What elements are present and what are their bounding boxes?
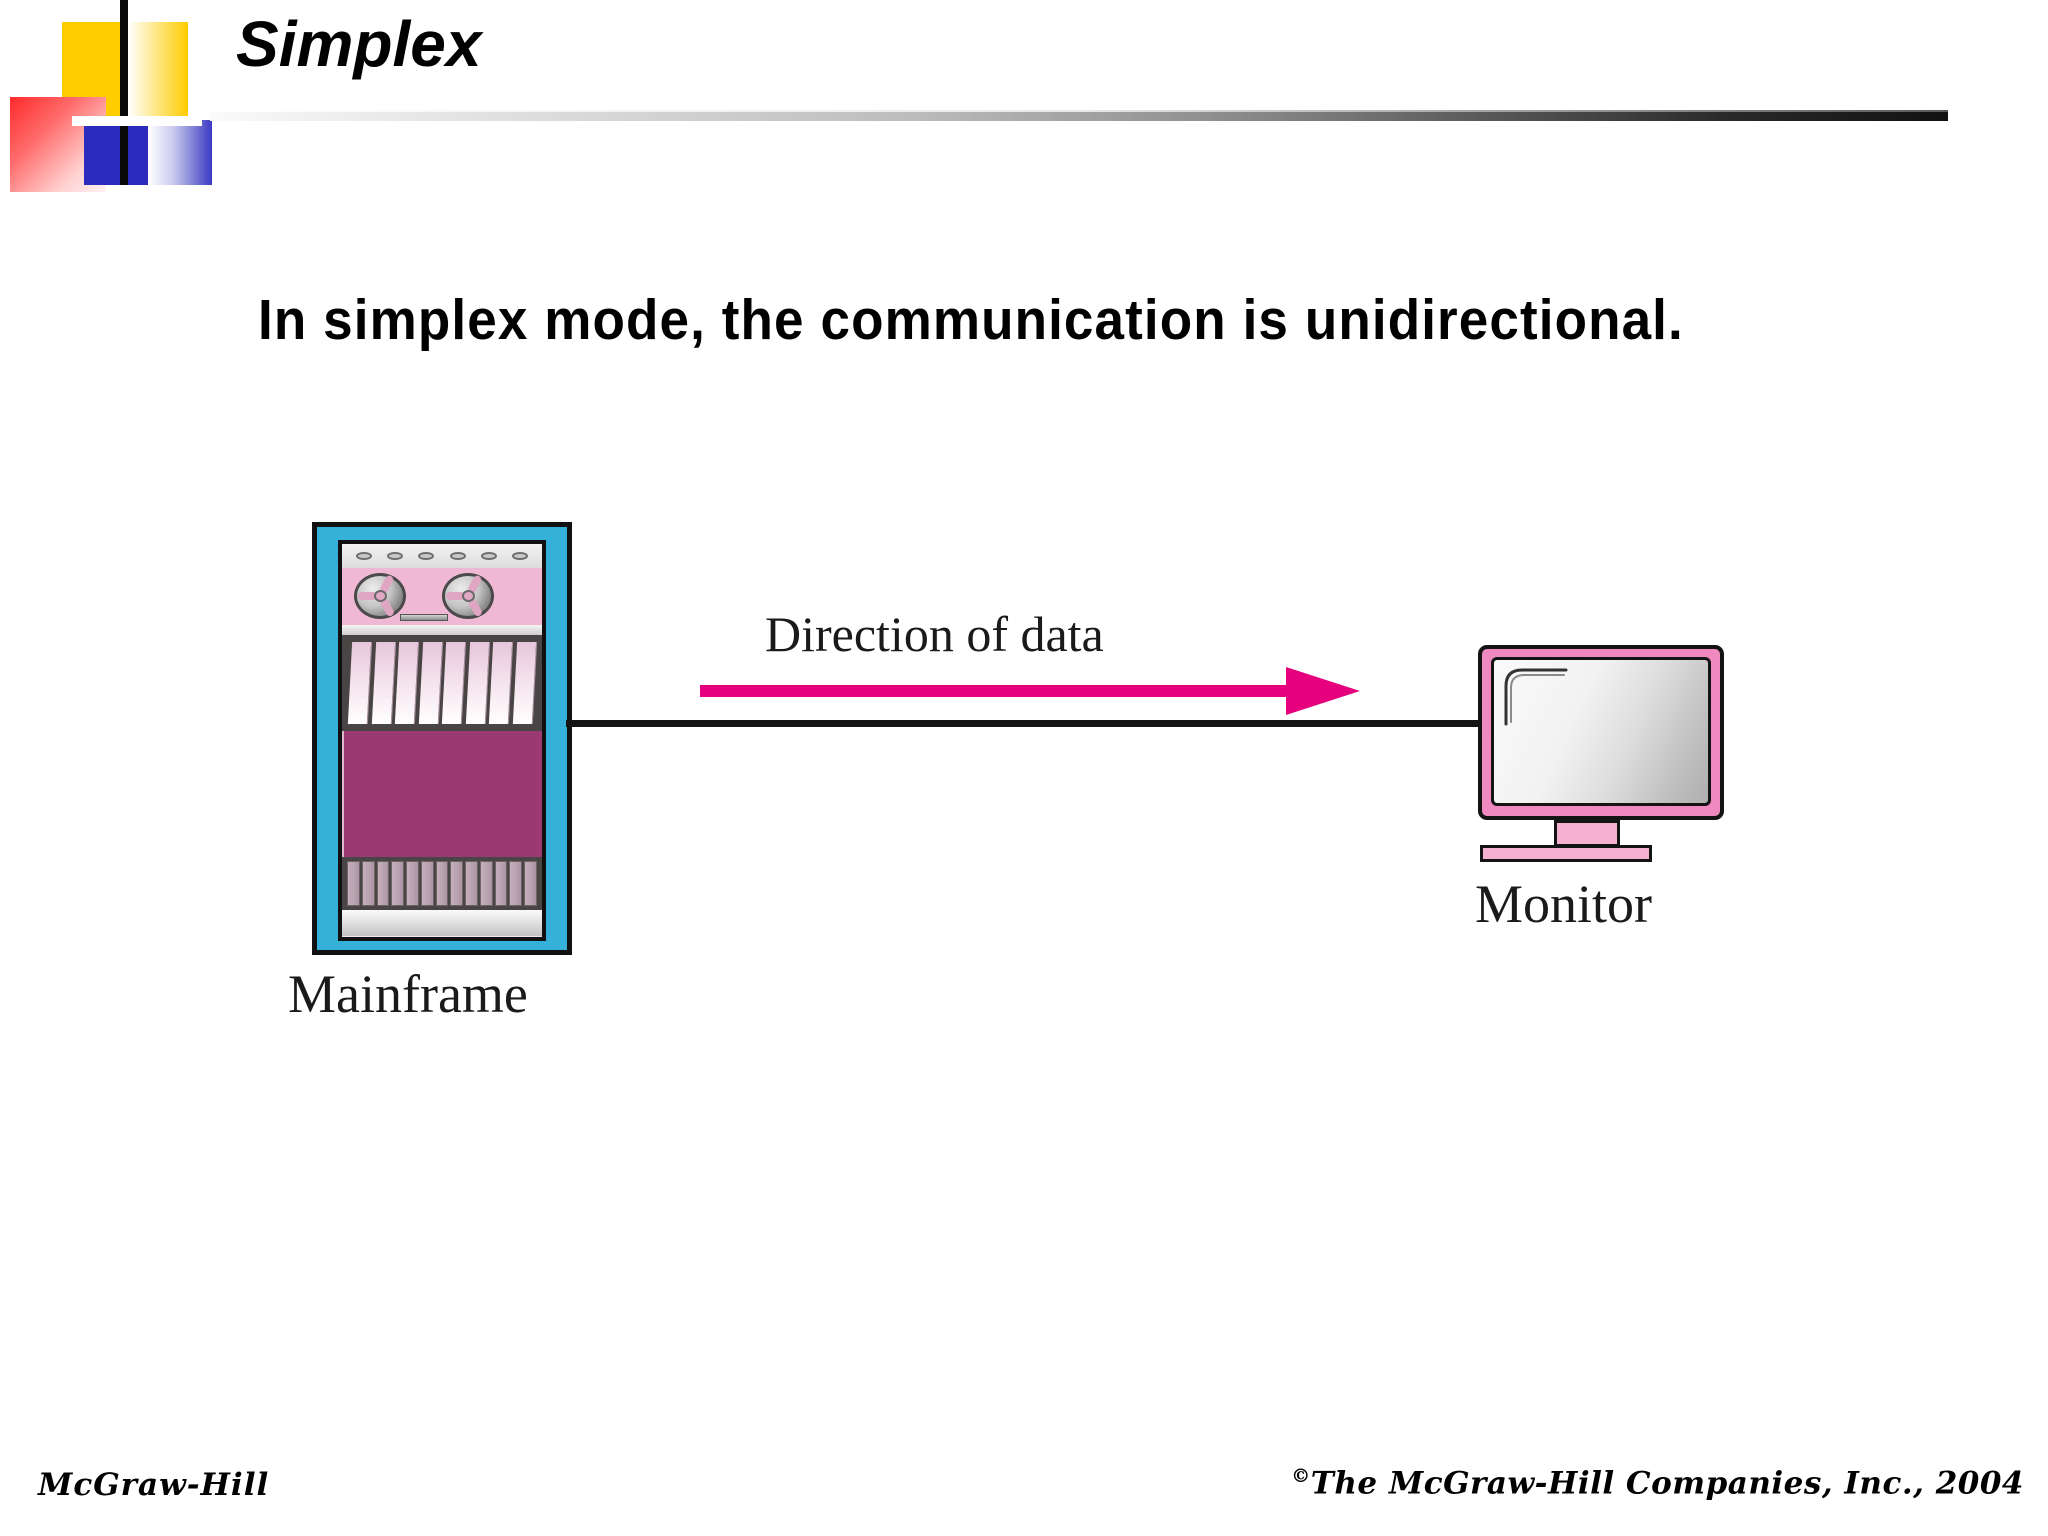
title-divider bbox=[210, 112, 1948, 121]
logo-blue-gradient-square-icon bbox=[148, 120, 212, 185]
tape-reel-icon bbox=[442, 573, 494, 619]
indicator-light-icon bbox=[355, 552, 372, 560]
indicator-light-icon bbox=[480, 552, 497, 560]
indicator-light-icon bbox=[449, 552, 466, 560]
tape-bridge-icon bbox=[400, 614, 448, 621]
arrow-head-icon bbox=[1286, 667, 1360, 715]
mainframe-front-panel bbox=[338, 540, 546, 941]
connection-line bbox=[566, 720, 1482, 727]
reel-hub bbox=[373, 590, 387, 602]
vent-slat bbox=[494, 861, 508, 906]
tape-reel-icon bbox=[354, 573, 406, 619]
vent-slat bbox=[465, 861, 478, 906]
vent-slat bbox=[347, 861, 360, 906]
vent-slat bbox=[450, 861, 464, 906]
publisher-footer: McGraw-Hill bbox=[38, 1467, 270, 1503]
vent-slat bbox=[391, 861, 405, 906]
logo-horizontal-bar-icon bbox=[72, 116, 202, 126]
card-slot bbox=[347, 642, 372, 724]
mainframe-tape-bay bbox=[342, 568, 542, 625]
mainframe-indicator-lights bbox=[342, 544, 542, 568]
monitor-bezel bbox=[1478, 645, 1724, 820]
card-slot bbox=[441, 642, 466, 724]
card-slot bbox=[488, 642, 513, 724]
monitor-stand-neck bbox=[1554, 820, 1620, 847]
indicator-light-icon bbox=[512, 552, 529, 560]
card-slot bbox=[371, 642, 396, 724]
indicator-light-icon bbox=[418, 552, 435, 560]
vent-slat bbox=[376, 861, 390, 906]
arrow-shaft bbox=[700, 685, 1306, 697]
vent-slat bbox=[406, 861, 419, 906]
copyright-text: The McGraw-Hill Companies, Inc., 2004 bbox=[1310, 1465, 2024, 1502]
copyright-footer: ©The McGraw-Hill Companies, Inc., 2004 bbox=[1291, 1465, 2024, 1501]
vent-slat bbox=[435, 861, 449, 906]
card-slot bbox=[418, 642, 443, 724]
logo-yellow-gradient-square-icon bbox=[128, 22, 188, 120]
indicator-light-icon bbox=[386, 552, 403, 560]
logo-blue-square-icon bbox=[84, 120, 148, 185]
monitor-graphic bbox=[1478, 645, 1724, 867]
mainframe-card-bay bbox=[342, 635, 542, 731]
vent-slat bbox=[361, 861, 375, 906]
brand-logo-decoration bbox=[0, 0, 300, 250]
title-rule-highlight bbox=[210, 110, 1948, 112]
card-slot bbox=[512, 642, 537, 724]
page-title: Simplex bbox=[236, 8, 482, 80]
monitor-screen bbox=[1491, 657, 1711, 806]
screen-glint-icon bbox=[1504, 668, 1568, 726]
data-direction-arrow bbox=[700, 660, 1360, 720]
copyright-symbol: © bbox=[1291, 1465, 1311, 1487]
mainframe-caption: Mainframe bbox=[288, 964, 528, 1024]
mainframe-base-trim bbox=[342, 910, 542, 936]
logo-vertical-bar-icon bbox=[120, 0, 128, 185]
mainframe-magenta-panel bbox=[342, 731, 542, 857]
vent-slat bbox=[479, 861, 493, 906]
card-slot bbox=[394, 642, 419, 724]
monitor-stand-base bbox=[1480, 845, 1652, 862]
slide-statement: In simplex mode, the communication is un… bbox=[258, 288, 1684, 352]
mainframe-vent-slats bbox=[342, 857, 542, 910]
reel-hub bbox=[461, 590, 475, 602]
vent-slat bbox=[420, 861, 434, 906]
card-slot bbox=[465, 642, 490, 724]
vent-slat bbox=[509, 861, 523, 906]
monitor-caption: Monitor bbox=[1475, 874, 1653, 934]
mainframe-shelf bbox=[342, 625, 542, 635]
vent-slat bbox=[524, 861, 537, 906]
direction-of-data-label: Direction of data bbox=[765, 606, 1104, 662]
mainframe-graphic bbox=[312, 522, 572, 955]
